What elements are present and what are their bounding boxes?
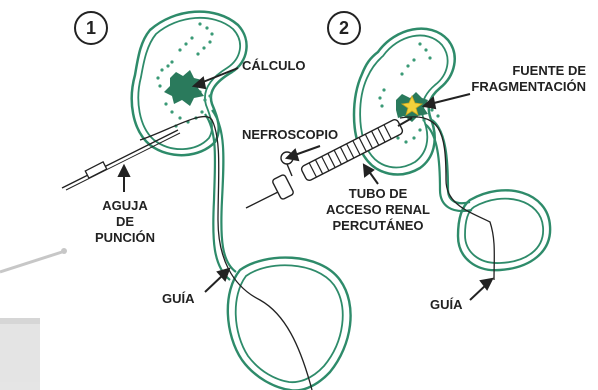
tubo-label-line-3: PERCUTÁNEO [318,218,438,234]
step-1-marker: 1 [74,11,108,45]
calculo-label: CÁLCULO [242,58,306,74]
aguja-label-line-2: DE [90,214,160,230]
step-2-marker: 2 [327,11,361,45]
fuente-label: FUENTE DE FRAGMENTACIÓN [446,63,586,95]
fuente-label-line-2: FRAGMENTACIÓN [446,79,586,95]
step-2-number: 2 [339,18,349,38]
tubo-label: TUBO DE ACCESO RENAL PERCUTÁNEO [318,186,438,234]
step-1-number: 1 [86,18,96,38]
fuente-label-line-1: FUENTE DE [446,63,586,79]
tubo-label-line-1: TUBO DE [318,186,438,202]
stone-1 [164,70,204,106]
guia-label-2: GUÍA [430,297,463,313]
aguja-label-line-1: AGUJA [90,198,160,214]
nefroscopio-label: NEFROSCOPIO [242,127,338,143]
puncture-needle [62,130,180,190]
background-equipment [0,248,67,390]
tubo-label-line-2: ACCESO RENAL [318,202,438,218]
guia-label-1: GUÍA [162,291,195,307]
aguja-label-line-3: PUNCIÓN [90,230,160,246]
aguja-label: AGUJA DE PUNCIÓN [90,198,160,246]
